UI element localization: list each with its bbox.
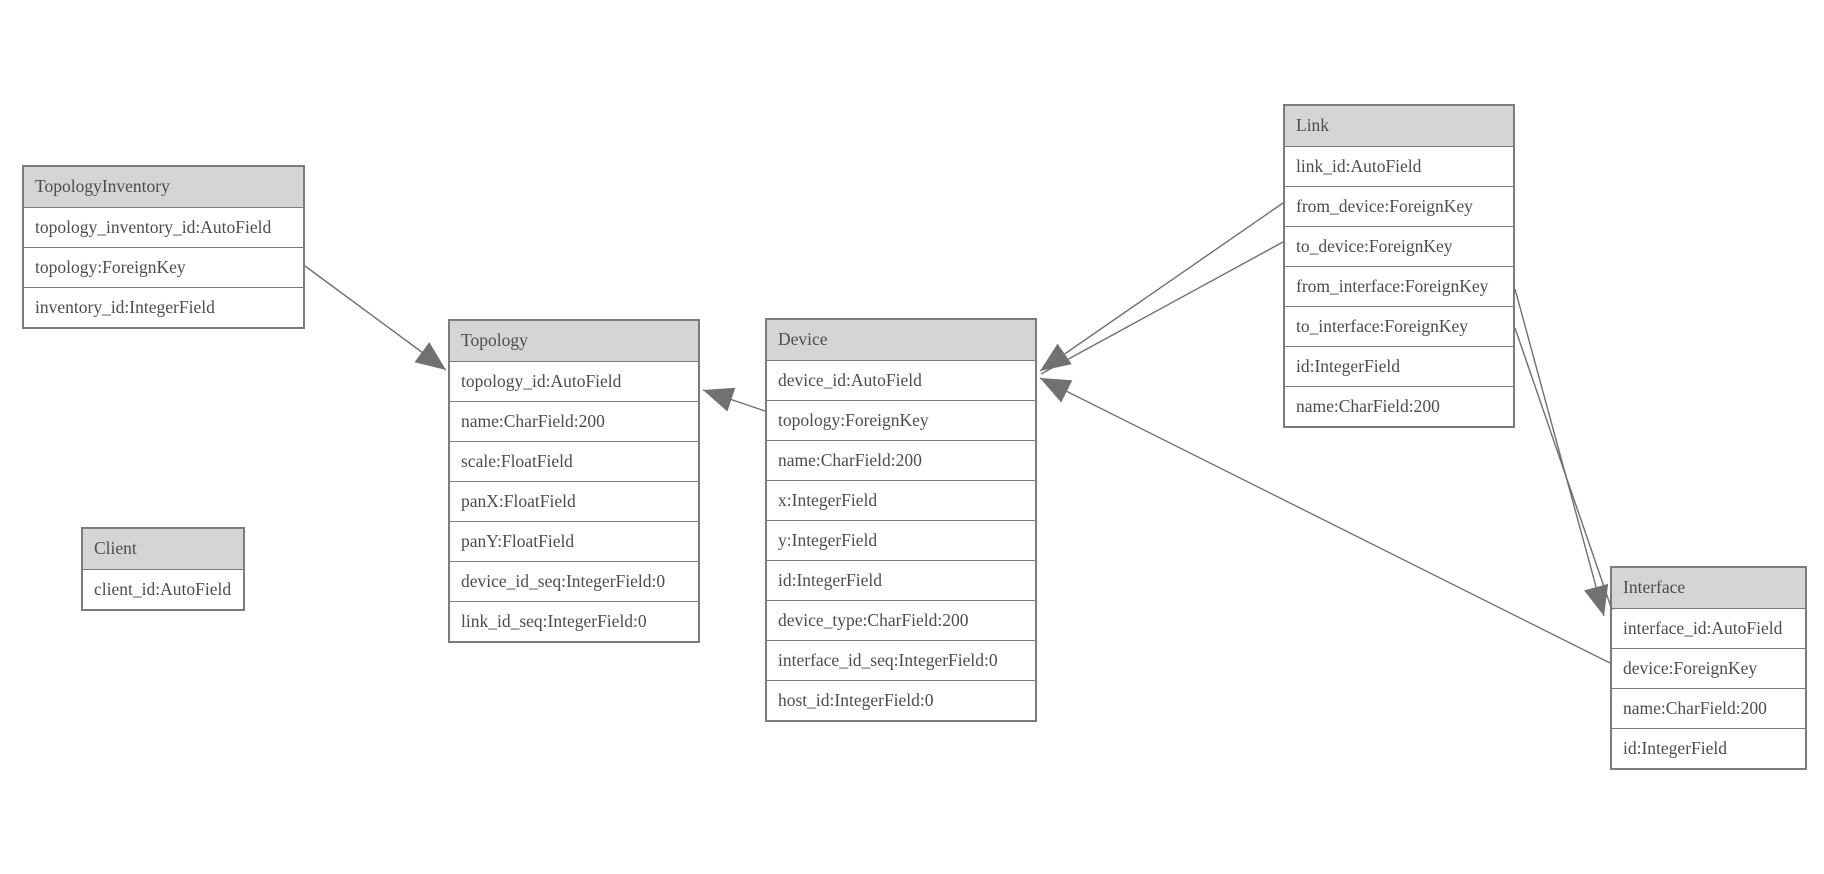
field-row-device-id: id:IntegerField (767, 560, 1035, 600)
table-title-topology-inventory: TopologyInventory (24, 167, 303, 207)
table-title-device: Device (767, 320, 1035, 360)
field-row-topology-device_id_seq: device_id_seq:IntegerField:0 (450, 561, 698, 601)
field-row-interface-device: device:ForeignKey (1612, 648, 1805, 688)
field-row-interface-name: name:CharField:200 (1612, 688, 1805, 728)
field-row-device-y: y:IntegerField (767, 520, 1035, 560)
field-row-device-device_id: device_id:AutoField (767, 360, 1035, 400)
field-row-link-name: name:CharField:200 (1285, 386, 1513, 426)
relation-topologyinventory-topology-to-topology (304, 265, 447, 371)
field-row-link-link_id: link_id:AutoField (1285, 146, 1513, 186)
field-row-topology-topology_id: topology_id:AutoField (450, 361, 698, 401)
relation-link-from-device-to-device (1039, 202, 1284, 372)
field-row-link-to_interface: to_interface:ForeignKey (1285, 306, 1513, 346)
field-row-topology-link_id_seq: link_id_seq:IntegerField:0 (450, 601, 698, 641)
field-row-topology-scale: scale:FloatField (450, 441, 698, 481)
field-row-topology-inventory-topology: topology:ForeignKey (24, 247, 303, 287)
field-row-topology-inventory-inventory_id: inventory_id:IntegerField (24, 287, 303, 327)
field-row-link-from_device: from_device:ForeignKey (1285, 186, 1513, 226)
field-row-device-host_id: host_id:IntegerField:0 (767, 680, 1035, 720)
field-row-device-topology: topology:ForeignKey (767, 400, 1035, 440)
field-row-interface-id: id:IntegerField (1612, 728, 1805, 768)
relation-link-from-interface-to-interface (1514, 288, 1609, 617)
field-row-interface-interface_id: interface_id:AutoField (1612, 608, 1805, 648)
field-row-device-x: x:IntegerField (767, 480, 1035, 520)
relation-device-topology-to-topology (702, 387, 766, 412)
table-title-link: Link (1285, 106, 1513, 146)
table-title-interface: Interface (1612, 568, 1805, 608)
field-row-topology-panY: panY:FloatField (450, 521, 698, 561)
relation-link-to-interface-to-interface (1514, 327, 1613, 611)
table-title-topology: Topology (450, 321, 698, 361)
field-row-client-client_id: client_id:AutoField (83, 569, 243, 609)
field-row-link-to_device: to_device:ForeignKey (1285, 226, 1513, 266)
field-row-topology-panX: panX:FloatField (450, 481, 698, 521)
field-row-device-name: name:CharField:200 (767, 440, 1035, 480)
field-row-topology-inventory-topology_inventory_id: topology_inventory_id:AutoField (24, 207, 303, 247)
relation-link-to-device-to-device (1040, 241, 1284, 375)
field-row-topology-name: name:CharField:200 (450, 401, 698, 441)
field-row-link-from_interface: from_interface:ForeignKey (1285, 266, 1513, 306)
field-row-device-interface_id_seq: interface_id_seq:IntegerField:0 (767, 640, 1035, 680)
field-row-link-id: id:IntegerField (1285, 346, 1513, 386)
field-row-device-device_type: device_type:CharField:200 (767, 600, 1035, 640)
table-title-client: Client (83, 529, 243, 569)
